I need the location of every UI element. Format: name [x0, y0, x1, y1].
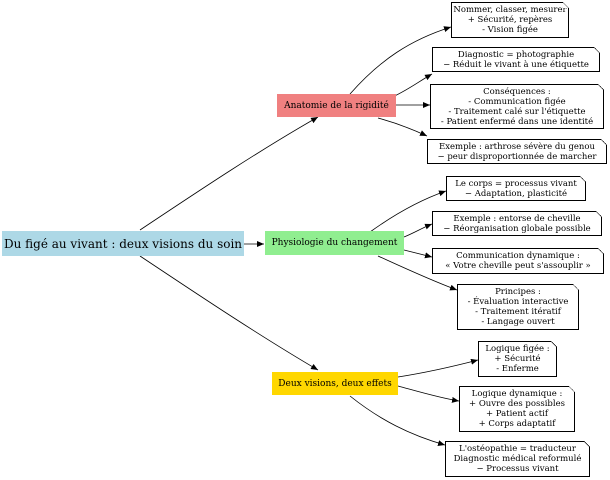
note-line: - Évaluation interactive: [467, 297, 569, 307]
edge-b1-note-2: [389, 73, 433, 99]
note-logique-figee: Logique figée : + Sécurité - Enferme: [478, 341, 557, 377]
edge-root-branch-3: [139, 255, 319, 371]
note-diagnostic-photographie: Diagnostic = photographie − Réduit le vi…: [432, 47, 600, 72]
note-line: Diagnostic médical reformulé: [453, 454, 582, 464]
note-line: - Traitement itératif: [475, 307, 561, 317]
note-line: + Ouvre des possibles: [469, 399, 565, 409]
note-line: + Sécurité, repères: [467, 15, 553, 25]
note-line: Diagnostic = photographie: [457, 49, 575, 60]
note-line: Communication dynamique :: [456, 251, 580, 261]
edge-b3-note-1: [397, 358, 479, 378]
edge-b1-note-4: [377, 117, 428, 137]
note-line: − Adaptation, plasticité: [464, 188, 568, 199]
note-line: « Votre cheville peut s'assouplir »: [445, 261, 591, 271]
note-communication-dynamique: Communication dynamique : « Votre chevil…: [432, 248, 604, 274]
note-line: Exemple : entorse de cheville: [453, 213, 581, 224]
note-line: Le corps = processus vivant: [455, 178, 577, 189]
edge-b2-note-4: [377, 255, 458, 291]
note-line: - Patient enfermé dans une identité: [440, 116, 594, 127]
root-node: Du figé au vivant : deux visions du soin: [2, 231, 244, 256]
note-consequences: Conséquences : - Communication figée - T…: [430, 84, 604, 129]
note-line: L'ostéopathie = traducteur: [459, 444, 576, 454]
note-line: + Corps adaptatif: [478, 419, 556, 429]
edge-root-branch-1: [139, 116, 319, 231]
note-line: − peur disproportionnée de marcher: [437, 151, 597, 162]
note-line: Conséquences :: [483, 86, 551, 97]
edge-b3-note-3: [349, 395, 446, 446]
note-line: - Enferme: [496, 364, 539, 374]
note-line: − Réorganisation globale possible: [443, 223, 591, 234]
note-exemple-arthrose: Exemple : arthrose sévère du genou − peu…: [427, 139, 607, 164]
edge-b2-note-3: [403, 249, 433, 259]
note-line: − Processus vivant: [476, 464, 559, 474]
edge-b2-note-1: [369, 190, 447, 233]
branch-deux-visions: Deux visions, deux effets: [272, 372, 398, 395]
note-line: Principes :: [495, 287, 541, 297]
note-exemple-entorse: Exemple : entorse de cheville − Réorgani…: [432, 211, 602, 236]
branch-physiologie-changement: Physiologie du changement: [265, 231, 404, 255]
note-line: + Patient actif: [485, 409, 549, 419]
note-line: Exemple : arthrose sévère du genou: [438, 141, 596, 152]
note-line: - Communication figée: [468, 96, 566, 107]
note-logique-dynamique: Logique dynamique : + Ouvre des possible…: [459, 386, 575, 432]
note-nommer-classer: Nommer, classer, mesurer + Sécurité, rep…: [451, 2, 569, 38]
edge-b2-note-2: [403, 223, 433, 238]
note-principes: Principes : - Évaluation interactive - T…: [457, 284, 579, 330]
note-line: + Sécurité: [494, 354, 541, 364]
branch-anatomie-rigidite: Anatomie de la rigidité: [277, 94, 396, 117]
note-osteopathie: L'ostéopathie = traducteur Diagnostic mé…: [445, 441, 590, 477]
edge-b1-note-1: [349, 26, 452, 95]
note-line: - Vision figée: [482, 25, 538, 35]
note-line: − Réduit le vivant à une étiquette: [443, 59, 589, 70]
edge-b3-note-2: [397, 385, 460, 403]
note-line: Logique figée :: [485, 344, 550, 354]
note-line: - Traitement calé sur l'étiquette: [448, 106, 586, 117]
note-corps-processus: Le corps = processus vivant − Adaptation…: [446, 176, 586, 201]
note-line: Nommer, classer, mesurer: [453, 5, 567, 15]
note-line: - Langage ouvert: [481, 317, 555, 327]
note-line: Logique dynamique :: [471, 389, 563, 399]
